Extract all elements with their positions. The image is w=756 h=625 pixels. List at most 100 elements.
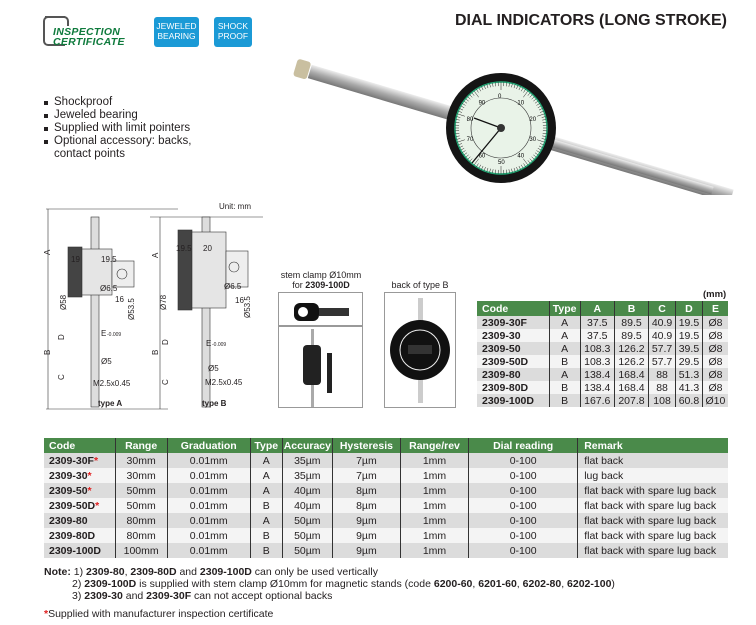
svg-text:Ø5: Ø5 [208,364,219,373]
table-cell: 8µm [331,483,401,498]
back-type-b-image [384,292,456,408]
table-cell: 35µm [281,468,333,483]
feature-item: Shockproof [44,96,191,109]
table-cell: 50µm [281,513,333,528]
svg-text:A: A [43,249,52,255]
table-cell: 39.5 [675,342,703,355]
column-header: Range/rev [399,438,469,453]
table-cell: 7µm [331,453,401,468]
table-cell: Ø8 [701,316,728,329]
svg-text:Ø78: Ø78 [159,294,168,310]
star-marker: * [93,454,99,467]
table-cell: 80mm [114,528,168,543]
table-cell: B [249,543,283,558]
svg-text:D: D [161,339,170,345]
table-cell: 9µm [331,543,401,558]
dial-number: 20 [529,117,536,123]
table-cell: 2309-80D [477,381,550,394]
stem-clamp-image [278,292,363,408]
table-cell: B [548,355,581,368]
table-cell: flat back with spare lug back [577,498,728,513]
table-cell: flat back with spare lug back [577,528,728,543]
column-header: C [648,301,676,316]
column-header: Accuracy [281,438,333,453]
code-cell: 2309-100D [44,543,116,558]
svg-text:A: A [151,252,160,258]
star-marker: * [87,484,92,497]
table-cell: 0-100 [468,543,578,558]
table-cell: 0.01mm [166,498,251,513]
table-cell: 30mm [114,453,168,468]
dial-number: 40 [517,154,524,160]
table-cell: 50mm [114,498,168,513]
table-cell: 168.4 [613,368,649,381]
table-cell: 1mm [399,453,469,468]
feature-item: Supplied with limit pointers [44,122,191,135]
table-cell: 88 [648,368,676,381]
table-cell: 80mm [114,513,168,528]
table-cell: 0.01mm [166,453,251,468]
back-type-b-label: back of type B [391,280,449,290]
table-cell: 0.01mm [166,468,251,483]
table-cell: Ø8 [701,368,728,381]
dim-table-unit: (mm) [703,289,727,300]
table-cell: 0-100 [468,453,578,468]
column-header: Type [548,301,581,316]
table-cell: A [548,368,581,381]
svg-text:16: 16 [115,295,124,304]
table-cell: B [548,394,581,407]
svg-text:B: B [43,350,52,355]
svg-text:type A: type A [98,399,122,408]
column-header: Dial reading [468,438,578,453]
table-cell: A [548,316,581,329]
star-note: *Supplied with manufacturer inspection c… [44,608,274,620]
table-cell: 50µm [281,543,333,558]
table-cell: 1mm [399,528,469,543]
code-cell: 2309-30* [44,468,116,483]
table-cell: 2309-30 [477,329,550,342]
dial-number: 30 [529,137,536,143]
table-cell: 2309-80 [477,368,550,381]
table-cell: 138.4 [579,368,615,381]
table-cell: 19.5 [675,316,703,329]
table-cell: 40.9 [648,329,676,342]
unit-label: Unit: mm [219,202,251,211]
feature-item: Jeweled bearing [44,109,191,122]
table-cell: 138.4 [579,381,615,394]
table-cell: 40µm [281,498,333,513]
table-cell: A [548,342,581,355]
table-cell: A [249,513,283,528]
svg-text:-0.009: -0.009 [212,342,226,348]
code-cell: 2309-80D [44,528,116,543]
dial-number: 70 [467,137,474,143]
table-cell: 100mm [114,543,168,558]
inspection-certificate-logo: INSPECTION CERTIFICATE [43,16,138,48]
svg-text:20: 20 [203,244,212,253]
feature-item: Optional accessory: backs,contact points [44,135,191,161]
svg-text:C: C [57,374,66,380]
dial-number: 80 [467,117,474,123]
table-cell: 8µm [331,498,401,513]
table-cell: 0.01mm [166,528,251,543]
table-cell: 167.6 [579,394,615,407]
svg-text:M2.5x0.45: M2.5x0.45 [205,378,243,387]
table-cell: flat back with spare lug back [577,543,728,558]
table-cell: lug back [577,468,728,483]
dial-number: 0 [498,94,502,100]
column-header: Hysteresis [331,438,401,453]
table-cell: Ø10 [701,394,728,407]
table-cell: 89.5 [613,329,649,342]
column-header: Type [249,438,283,453]
table-cell: 7µm [331,468,401,483]
